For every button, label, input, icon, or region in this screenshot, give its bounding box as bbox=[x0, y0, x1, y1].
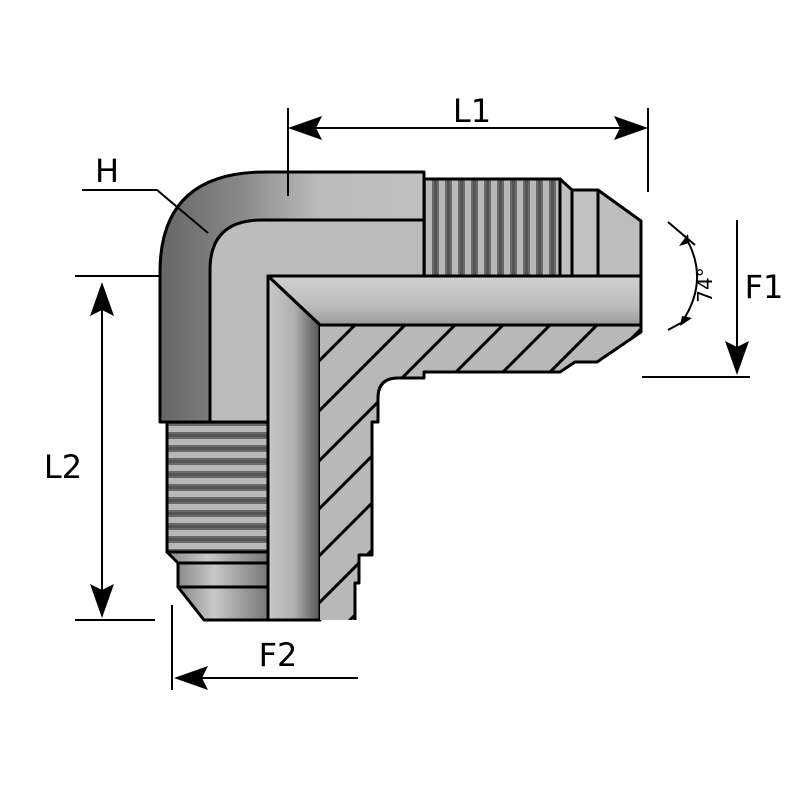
right-collar bbox=[570, 188, 600, 278]
lower-cone bbox=[176, 585, 270, 622]
label-h: H bbox=[95, 152, 119, 190]
dimension-f1: F1 bbox=[642, 220, 784, 378]
horizontal-bore bbox=[266, 274, 643, 327]
dimension-l2: L2 bbox=[44, 275, 160, 621]
label-f1: F1 bbox=[745, 268, 784, 306]
label-f2: F2 bbox=[259, 636, 298, 674]
label-angle: 74° bbox=[693, 267, 717, 302]
right-thread bbox=[422, 177, 562, 278]
angle-annotation: 74° bbox=[667, 221, 717, 331]
label-l2: L2 bbox=[44, 448, 82, 486]
dimension-l1: L1 bbox=[287, 92, 649, 196]
label-l1: L1 bbox=[453, 92, 491, 130]
dimension-h: H bbox=[82, 152, 209, 234]
right-cone bbox=[596, 188, 643, 278]
lower-thread bbox=[165, 420, 270, 554]
lower-neck bbox=[165, 550, 270, 565]
right-neck bbox=[558, 177, 574, 278]
vertical-bore bbox=[266, 274, 322, 622]
dimension-f2: F2 bbox=[171, 605, 358, 690]
section-cut bbox=[320, 325, 641, 620]
lower-collar bbox=[176, 561, 270, 589]
